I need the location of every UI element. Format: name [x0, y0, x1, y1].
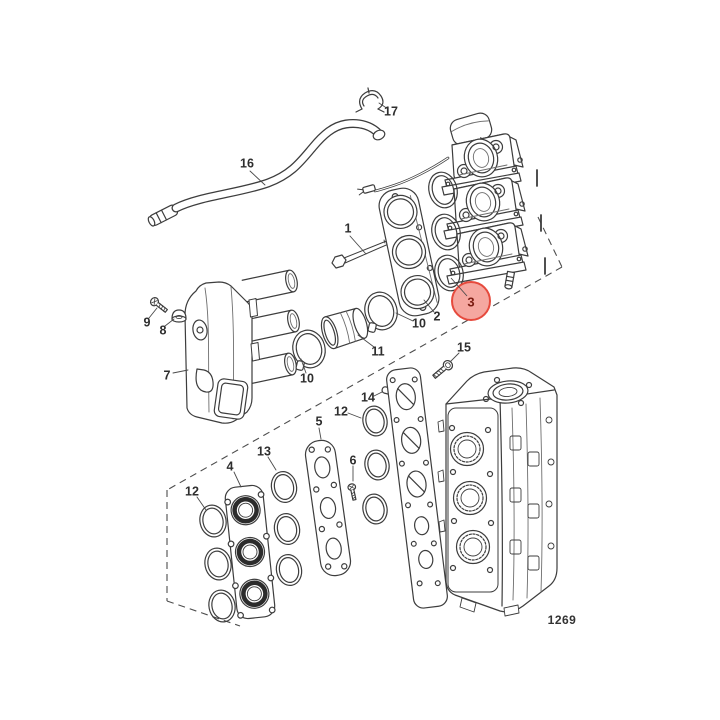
callout-17: 17 [384, 104, 398, 118]
callout-14: 14 [361, 390, 375, 404]
callout-9: 9 [144, 315, 151, 329]
highlight-circle[interactable] [451, 281, 491, 321]
dashed-box-bottom-edge [166, 600, 241, 627]
callout-leader-lines [148, 102, 460, 511]
callout-2: 2 [434, 309, 441, 323]
grommet-8 [171, 309, 187, 323]
callout-12-lower: 12 [185, 484, 199, 498]
callout-15: 15 [457, 340, 471, 354]
highlight-leader-line [450, 277, 468, 297]
cylinder-block [437, 367, 558, 617]
hose-clamp-right [364, 291, 398, 333]
o-rings-12-right [362, 405, 390, 525]
callout-10-lower: 10 [300, 371, 314, 385]
callout-12-upper: 12 [334, 404, 348, 418]
highlighted-callout-3[interactable]: 3 [450, 277, 491, 321]
callout-8: 8 [160, 323, 167, 337]
figure-number: 1269 [548, 613, 577, 627]
callout-13: 13 [257, 444, 271, 458]
callout-6: 6 [350, 453, 357, 467]
screw-6 [347, 483, 357, 501]
screw-9 [149, 297, 168, 313]
air-silencer-horn [241, 269, 298, 303]
adapter-plate [224, 484, 276, 620]
sensor-wire [357, 156, 450, 196]
dashed-alignment-lines [166, 216, 563, 627]
gasket-plate [304, 439, 352, 577]
highlighted-callout-label: 3 [467, 294, 474, 309]
o-rings-13 [270, 471, 303, 586]
air-silencer-horn [243, 309, 300, 343]
dashed-axis-line [166, 266, 563, 491]
callout-10-upper: 10 [412, 316, 426, 330]
breather-hose [147, 119, 386, 227]
air-silencer [184, 269, 300, 424]
callout-4: 4 [227, 459, 234, 473]
o-rings-12-left [199, 504, 236, 623]
connector-sleeve [320, 307, 369, 350]
callout-11: 11 [371, 344, 384, 358]
hose-clip [355, 87, 385, 113]
callout-5: 5 [316, 414, 323, 428]
callout-7: 7 [164, 368, 171, 382]
callout-16: 16 [240, 156, 254, 170]
intake-manifold [378, 187, 440, 317]
exhaust-divider-plate [386, 367, 448, 609]
callout-labels: 17 16 1 9 8 7 10 11 10 2 15 14 12 5 13 6… [144, 104, 471, 498]
dashed-segment-top [537, 216, 563, 268]
carburetor-o-rings [428, 171, 464, 292]
callout-1: 1 [345, 221, 352, 235]
fuel-inlet-stub [504, 270, 516, 290]
carburetor-stack [357, 112, 546, 290]
bolt-15 [432, 359, 454, 379]
